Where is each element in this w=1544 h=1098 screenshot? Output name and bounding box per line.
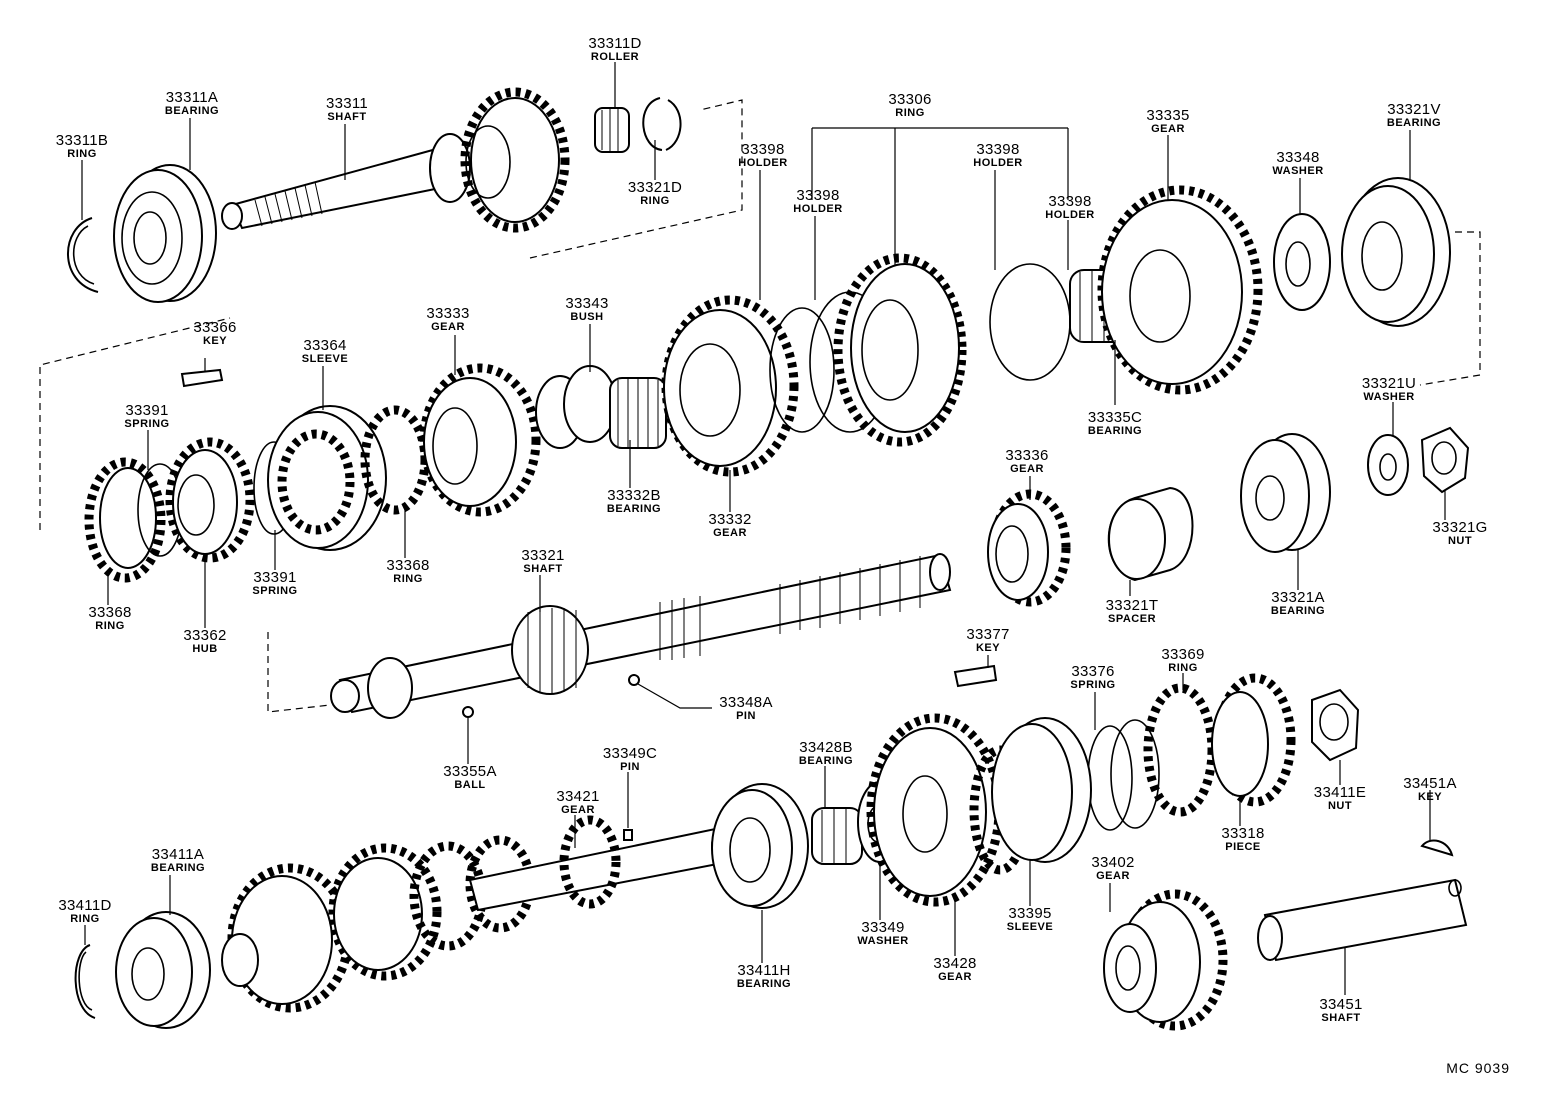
bush-33343 (535, 365, 617, 449)
bearing-33321v (1341, 177, 1451, 327)
dashed-bracket-top (529, 99, 743, 259)
key-33451a (1420, 839, 1454, 857)
pin-33348a (628, 674, 712, 709)
gear-33402 (1103, 889, 1228, 1031)
sleeve-33364 (267, 405, 387, 551)
key-33377 (953, 664, 998, 688)
bearing-33311a (113, 164, 217, 303)
ring-33368-left (84, 457, 166, 583)
washer-33348 (1273, 213, 1331, 311)
snap-ring-33311b (67, 217, 99, 293)
gear-33421-cluster (221, 815, 733, 1013)
gear-33333 (419, 363, 541, 517)
gear-33332 (661, 295, 799, 477)
gear-33336 (987, 489, 1071, 607)
output-shaft-33321 (330, 553, 952, 719)
spacer-33321t (1107, 486, 1194, 582)
bearing-33321a (1240, 433, 1331, 553)
holder-33398-c (989, 263, 1071, 381)
key-33366 (180, 368, 224, 388)
dashed-bracket-left (39, 317, 231, 530)
ball-33355a (462, 706, 474, 718)
hub-33362 (165, 437, 255, 563)
shaft-33451 (1257, 878, 1468, 962)
nut-33411e (1311, 688, 1360, 762)
piece-33318 (1211, 673, 1296, 807)
bearing-33332b (609, 377, 667, 449)
gear-33335 (1097, 185, 1263, 395)
leader-lines (81, 62, 1446, 995)
nut-33321g (1420, 426, 1470, 494)
bearing-33428b (811, 807, 863, 865)
washer-33321u (1367, 434, 1409, 496)
sleeve-33395 (991, 717, 1092, 863)
synchro-ring-33306 (809, 253, 967, 447)
snap-ring-33411d (74, 944, 96, 1019)
snap-ring-33321d (642, 97, 682, 151)
input-shaft-33311 (221, 87, 570, 233)
diagram-code: MC 9039 (1446, 1060, 1510, 1076)
roller-33311d (594, 107, 630, 153)
pin-33349c (623, 829, 633, 841)
dashed-bracket-shaft (267, 632, 331, 713)
bearing-33411a (115, 911, 211, 1029)
bearing-33411h (711, 783, 809, 909)
dashed-bracket-right (1419, 231, 1481, 386)
holder-33398-a (769, 307, 835, 433)
